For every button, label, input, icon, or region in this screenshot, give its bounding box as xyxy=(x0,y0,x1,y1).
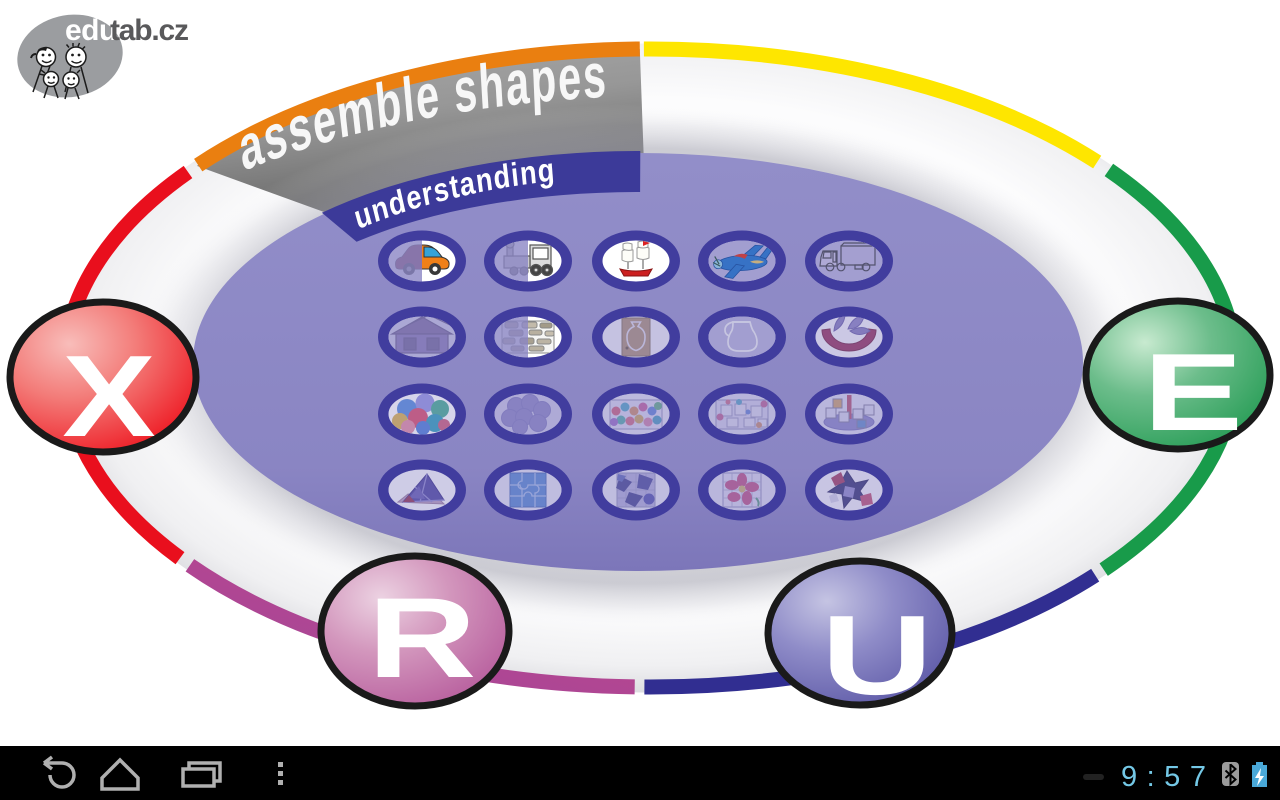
svg-text:E: E xyxy=(1143,330,1243,453)
svg-text:edu: edu xyxy=(65,14,117,47)
svg-text:9:57: 9:57 xyxy=(1121,761,1215,793)
svg-text:R: R xyxy=(368,575,477,702)
svg-text:X: X xyxy=(62,331,156,461)
svg-text:tab.cz: tab.cz xyxy=(110,14,188,47)
svg-text:U: U xyxy=(821,591,933,718)
